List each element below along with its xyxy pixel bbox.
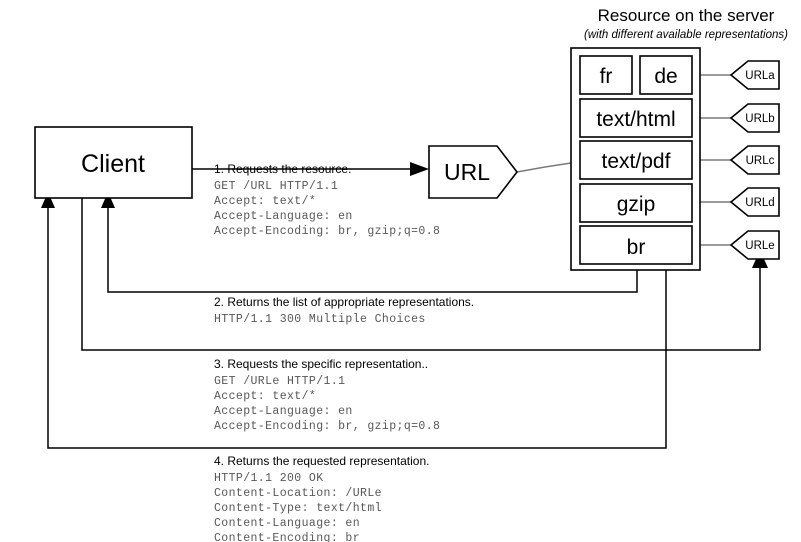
representation-gzip[interactable]: gzip <box>579 183 693 223</box>
url-node[interactable]: URL <box>428 145 519 199</box>
connector-step-4 <box>41 192 667 449</box>
step-line: Content-Location: /URLe <box>214 487 382 500</box>
step-2-text: 2. Returns the list of appropriate repre… <box>214 295 474 326</box>
url-ref-label: URLc <box>746 155 775 167</box>
step-heading: 1. Requests the resource. <box>214 162 351 176</box>
step-heading: 4. Returns the requested representation. <box>214 454 429 468</box>
step-line: Content-Type: text/html <box>214 502 382 515</box>
step-line: Content-Encoding: br <box>214 532 360 542</box>
url-ref-urld[interactable]: URLd <box>729 187 780 217</box>
representation-label: fr <box>600 65 613 88</box>
representation-br[interactable]: br <box>579 225 693 265</box>
arrow-to-client-step2 <box>101 192 115 208</box>
representation-label: de <box>654 65 677 88</box>
url-ref-urla[interactable]: URLa <box>729 60 780 90</box>
connector-url-to-resource <box>516 162 572 173</box>
url-ref-label: URLa <box>745 70 775 82</box>
representation-text-html[interactable]: text/html <box>579 98 693 138</box>
step-line: Accept-Language: en <box>214 210 353 223</box>
step-line: Content-Language: en <box>214 517 360 530</box>
step-line: Accept-Encoding: br, gzip;q=0.8 <box>214 225 440 238</box>
step-1-text: 1. Requests the resource. GET /URL HTTP/… <box>214 162 440 238</box>
step-line: Accept: text/* <box>214 195 316 208</box>
connector-step-2 <box>101 192 638 293</box>
step-line: Accept-Language: en <box>214 405 353 418</box>
representation-label: gzip <box>617 193 656 216</box>
client-label: Client <box>81 150 145 178</box>
representation-text-pdf[interactable]: text/pdf <box>579 140 693 180</box>
url-ref-label: URLd <box>745 197 774 209</box>
url-ref-urle[interactable]: URLe <box>729 230 780 260</box>
arrow-to-url <box>410 162 429 176</box>
arrow-to-client-step4 <box>41 192 55 208</box>
step-3-text: 3. Requests the specific representation.… <box>214 357 440 433</box>
step-line: HTTP/1.1 200 OK <box>214 472 324 485</box>
step-heading: 2. Returns the list of appropriate repre… <box>214 295 474 309</box>
url-node-label: URL <box>444 159 490 185</box>
representation-de[interactable]: de <box>639 55 693 95</box>
representation-label: text/pdf <box>602 150 671 173</box>
step-line: GET /URL HTTP/1.1 <box>214 180 338 193</box>
representation-label: text/html <box>596 108 675 131</box>
url-ref-urlc[interactable]: URLc <box>729 145 780 175</box>
step-line: Accept: text/* <box>214 390 316 403</box>
url-ref-urlb[interactable]: URLb <box>729 103 780 133</box>
server-subtitle: (with different available representation… <box>584 29 788 41</box>
connector-step-1 <box>192 162 429 176</box>
representation-label: br <box>627 236 646 259</box>
step-line: GET /URLe HTTP/1.1 <box>214 375 345 388</box>
representation-fr[interactable]: fr <box>579 55 633 95</box>
step-line: Accept-Encoding: br, gzip;q=0.8 <box>214 420 440 433</box>
url-ref-label: URLe <box>745 240 774 252</box>
step-4-text: 4. Returns the requested representation.… <box>214 454 429 542</box>
url-ref-label: URLb <box>745 113 774 125</box>
client-node[interactable]: Client <box>34 126 193 199</box>
step-heading: 3. Requests the specific representation.… <box>214 357 428 371</box>
step-line: HTTP/1.1 300 Multiple Choices <box>214 313 426 326</box>
server-title: Resource on the server <box>598 6 775 25</box>
